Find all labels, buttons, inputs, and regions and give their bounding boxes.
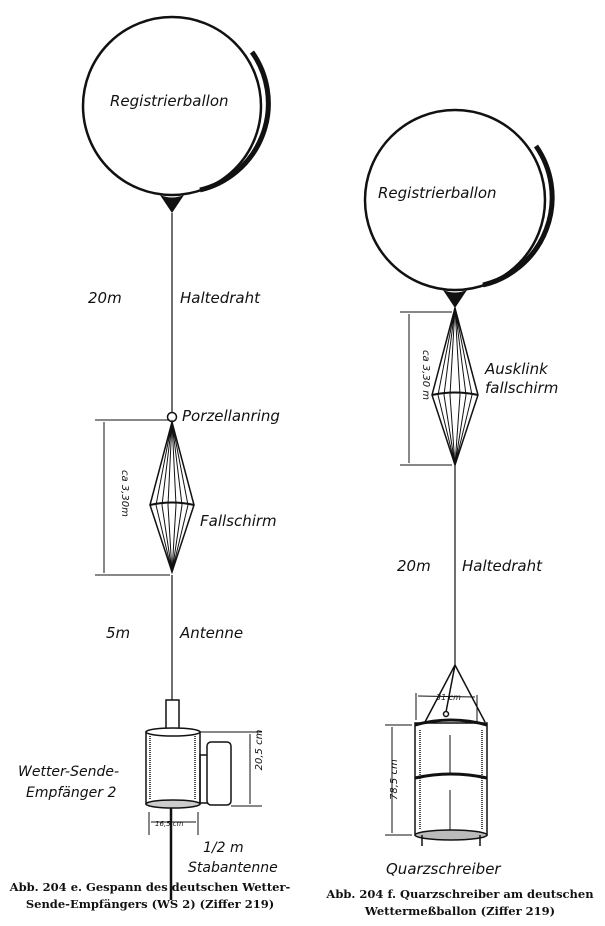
antenna-label: Antenne (179, 624, 243, 642)
recorder-dimensions (385, 693, 478, 836)
recorder-width: 31 cm (436, 693, 461, 702)
rod-length: 1/2 m (203, 840, 244, 856)
left-parachute-height: ca 3,30m (119, 470, 130, 517)
device-width: 16,5 cm (155, 820, 184, 828)
ring-label: Porzellanring (182, 407, 280, 425)
device-label-1: Wetter-Sende- (18, 764, 119, 780)
quartz-recorder (414, 664, 488, 846)
rod-label: Stabantenne (188, 860, 278, 876)
device-height: 20,5 cm (254, 729, 265, 770)
left-wire-length: 20m (88, 289, 122, 307)
parachute-label: Fallschirm (200, 512, 277, 530)
right-balloon (363, 108, 555, 308)
release-parachute-label-1: Ausklink (484, 360, 549, 378)
right-parachute-height: ca 3,30 m (420, 350, 431, 400)
recorder-label: Quarzschreiber (386, 860, 501, 878)
left-balloon (81, 15, 271, 213)
recorder-height: 78,5 cm (389, 759, 400, 800)
device-label-2: Empfänger 2 (26, 785, 116, 801)
left-caption-2: Sende-Empfängers (WS 2) (Ziffer 219) (26, 897, 274, 911)
right-wire-length: 20m (397, 557, 431, 575)
right-balloon-label: Registrierballon (378, 184, 497, 202)
right-wire-label: Haltedraht (462, 557, 543, 575)
transmitter-device (145, 699, 232, 900)
release-parachute-label-2: fallschirm (485, 379, 558, 397)
left-caption-1: Abb. 204 e. Gespann des deutschen Wetter… (9, 880, 291, 894)
right-caption-2: Wettermeßballon (Ziffer 219) (364, 904, 555, 918)
left-figure: Registrierballon 20m Haltedraht Porzella… (9, 15, 291, 911)
right-figure: Registrierballon ca 3,30 m Ausklink fall… (325, 108, 594, 918)
left-wire-label: Haltedraht (180, 289, 261, 307)
antenna-length: 5m (106, 624, 130, 642)
device-dimensions (148, 731, 262, 835)
release-parachute (431, 305, 479, 468)
left-parachute (149, 419, 195, 575)
left-parachute-dimension (95, 419, 170, 576)
right-caption-1: Abb. 204 f. Quarzschreiber am deutschen (325, 887, 594, 901)
left-balloon-label: Registrierballon (110, 92, 229, 110)
right-parachute-dimension (400, 311, 452, 466)
